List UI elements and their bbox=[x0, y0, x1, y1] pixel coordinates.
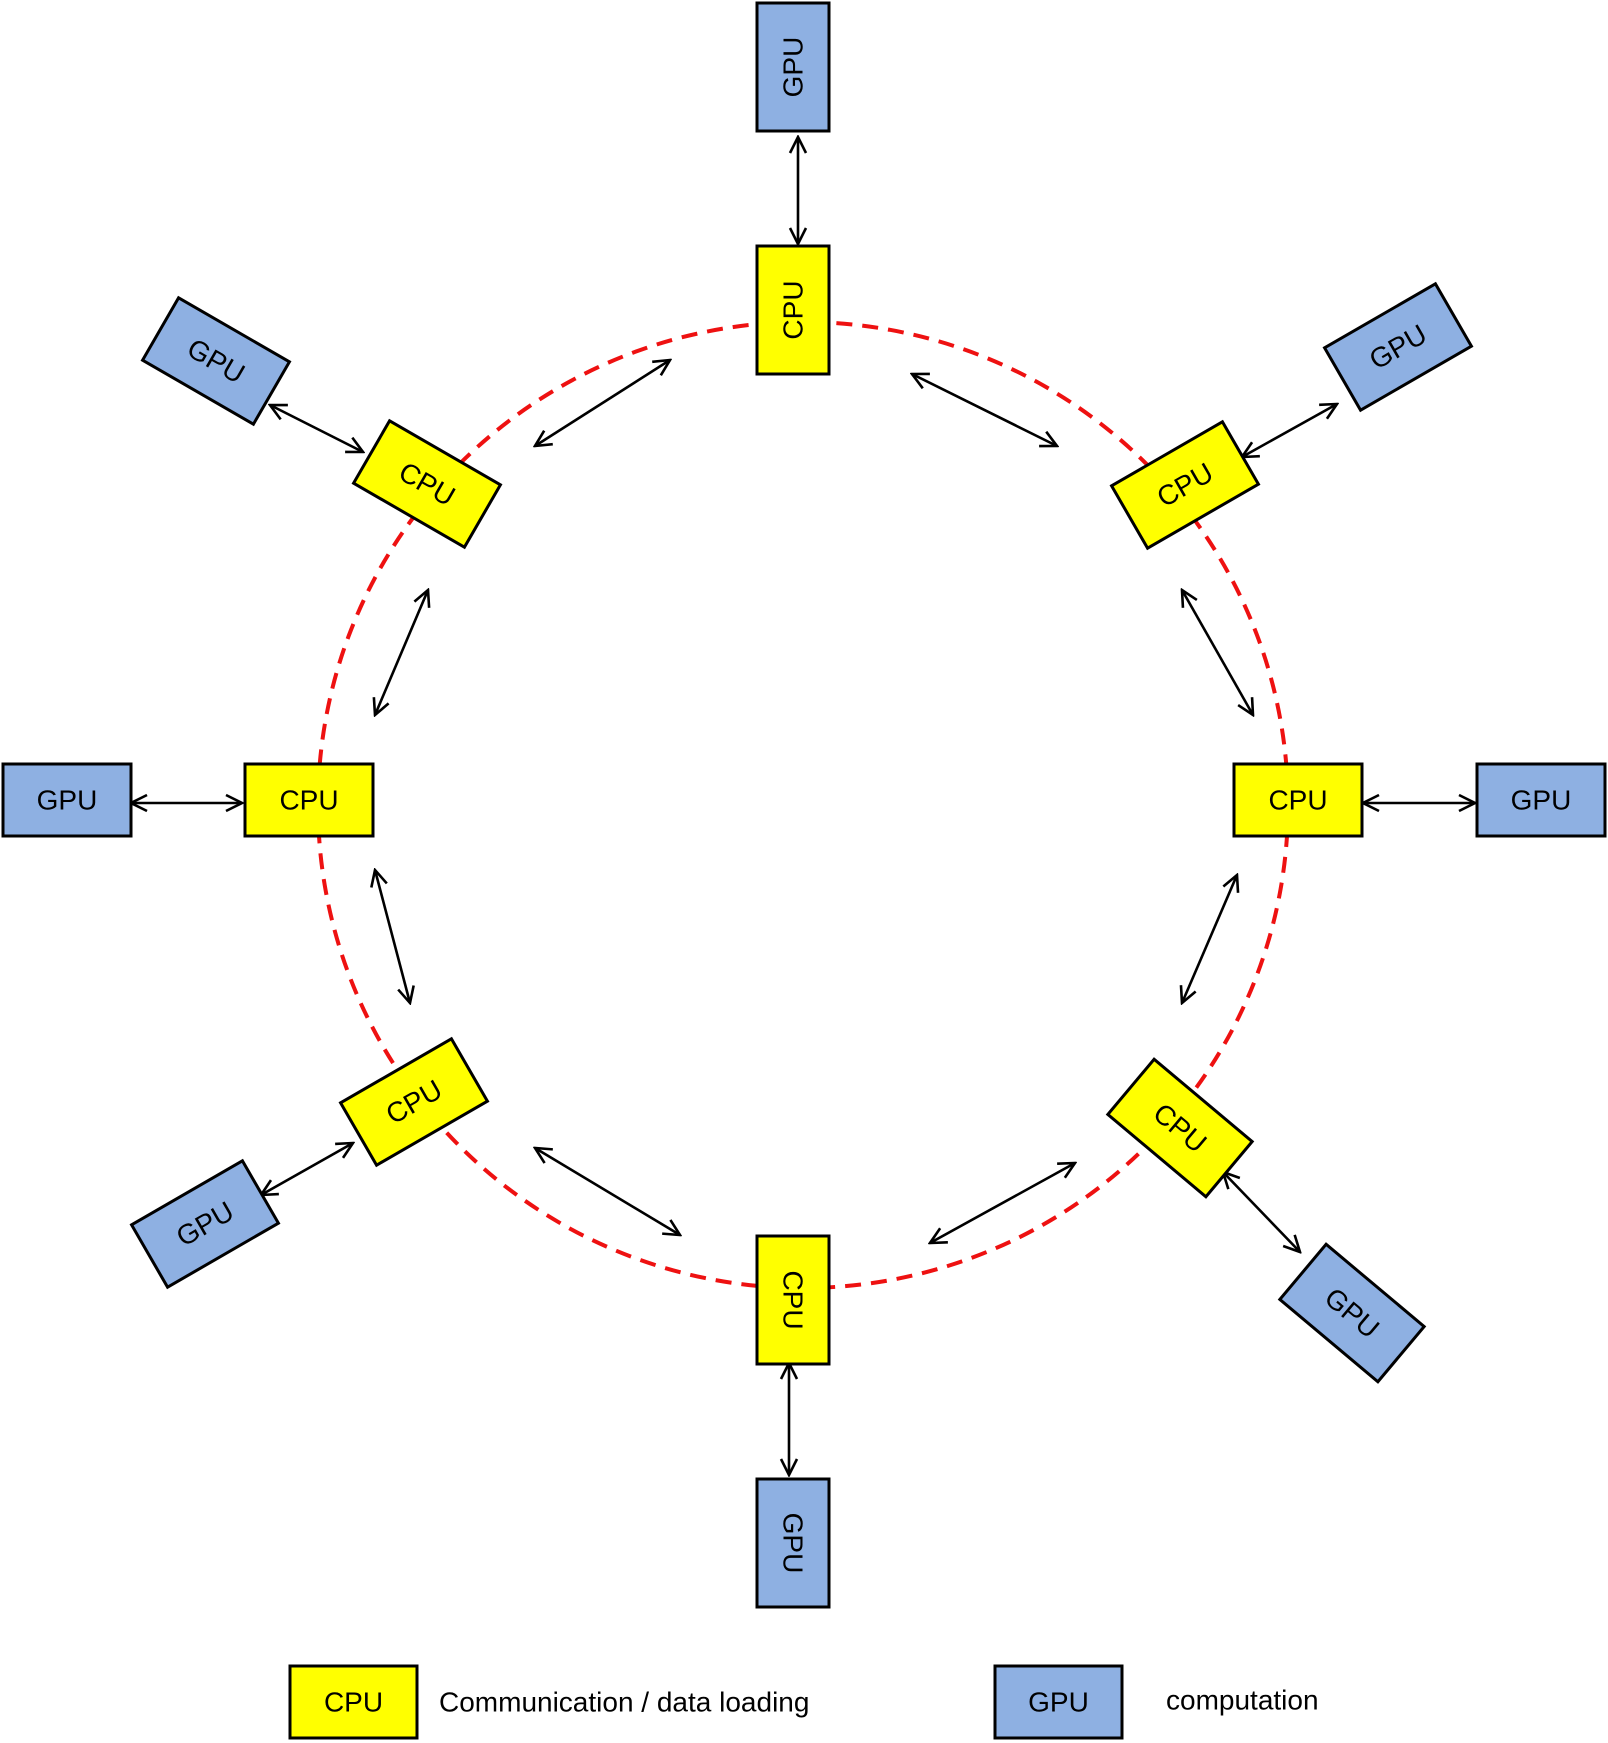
cpu-box-top-right: CPU bbox=[1109, 419, 1261, 551]
cpu-box-bottom-left: CPU bbox=[338, 1036, 490, 1168]
ring-arrow-top-right-to-right bbox=[1182, 590, 1253, 715]
link-arrow-bottom-left bbox=[261, 1143, 353, 1195]
cpu-box-top-left: CPU bbox=[351, 418, 503, 550]
gpu-box-top-label: GPU bbox=[778, 37, 809, 98]
cpu-box-right-label: CPU bbox=[1268, 785, 1327, 816]
legend-gpu-swatch: GPU bbox=[993, 1664, 1124, 1740]
ring-arrow-top-left-to-top bbox=[535, 360, 670, 446]
gpu-box-top-rect bbox=[755, 1, 831, 133]
legend-cpu-description: Communication / data loading bbox=[439, 1687, 809, 1718]
cpu-box-left-rect bbox=[243, 762, 375, 838]
gpu-box-left: GPU bbox=[1, 762, 133, 838]
legend: CPU Communication / data loading GPU com… bbox=[288, 1664, 1319, 1740]
link-arrow-top-right bbox=[1242, 404, 1337, 457]
cpu-box-bottom-right-rect bbox=[1105, 1057, 1255, 1199]
gpu-box-bottom-left: GPU bbox=[129, 1158, 281, 1290]
gpu-box-right-rect bbox=[1475, 762, 1607, 838]
ring-arrow-bottom-to-bottom-left bbox=[535, 1148, 680, 1235]
gpu-box-bottom: GPU bbox=[755, 1477, 831, 1609]
cpu-box-bottom-left-rect bbox=[338, 1036, 490, 1168]
link-arrow-bottom-right bbox=[1223, 1172, 1300, 1252]
gpu-box-bottom-right: GPU bbox=[1277, 1242, 1427, 1384]
cpu-box-top-rect bbox=[755, 244, 831, 376]
legend-gpu-label: GPU bbox=[1028, 1687, 1089, 1718]
gpu-box-bottom-left-rect bbox=[129, 1158, 281, 1290]
cpu-box-top-label: CPU bbox=[778, 280, 809, 339]
ring-arrow-left-to-top-left bbox=[375, 590, 428, 715]
ring-arrow-bottom-right-to-bottom bbox=[930, 1163, 1075, 1243]
cpu-box-top-left-rect bbox=[351, 418, 503, 550]
cpu-box-right-rect bbox=[1232, 762, 1364, 838]
cpu-box-bottom: CPU bbox=[755, 1234, 831, 1366]
cpu-box-left: CPU bbox=[243, 762, 375, 838]
legend-cpu-swatch: CPU bbox=[288, 1664, 419, 1740]
ring-arrow-bottom-left-to-left bbox=[375, 870, 410, 1003]
gpu-box-right: GPU bbox=[1475, 762, 1607, 838]
legend-gpu-description: computation bbox=[1166, 1685, 1319, 1716]
gpu-box-bottom-rect bbox=[755, 1477, 831, 1609]
link-arrow-top-left bbox=[270, 405, 363, 452]
gpu-box-right-label: GPU bbox=[1511, 785, 1572, 816]
cpu-box-right: CPU bbox=[1232, 762, 1364, 838]
arrows-layer bbox=[131, 137, 1475, 1475]
gpu-box-top-right: GPU bbox=[1322, 281, 1474, 413]
cpu-box-bottom-rect bbox=[755, 1234, 831, 1366]
gpu-box-top-left-rect bbox=[140, 295, 292, 427]
cpu-box-top: CPU bbox=[755, 244, 831, 376]
cpu-box-bottom-right: CPU bbox=[1105, 1057, 1255, 1199]
gpu-box-top-right-rect bbox=[1322, 281, 1474, 413]
gpu-box-top-left: GPU bbox=[140, 295, 292, 427]
legend-cpu-label: CPU bbox=[324, 1687, 383, 1718]
gpu-box-top: GPU bbox=[755, 1, 831, 133]
gpu-box-left-rect bbox=[1, 762, 133, 838]
cpu-box-bottom-label: CPU bbox=[778, 1270, 809, 1329]
cpu-box-top-right-rect bbox=[1109, 419, 1261, 551]
gpu-box-left-label: GPU bbox=[37, 785, 98, 816]
gpu-box-bottom-right-rect bbox=[1277, 1242, 1427, 1384]
cpu-box-left-label: CPU bbox=[279, 785, 338, 816]
ring-arrow-top-to-top-right bbox=[912, 374, 1057, 446]
ring-arrow-right-to-bottom-right bbox=[1182, 875, 1237, 1003]
gpu-box-bottom-label: GPU bbox=[778, 1513, 809, 1574]
